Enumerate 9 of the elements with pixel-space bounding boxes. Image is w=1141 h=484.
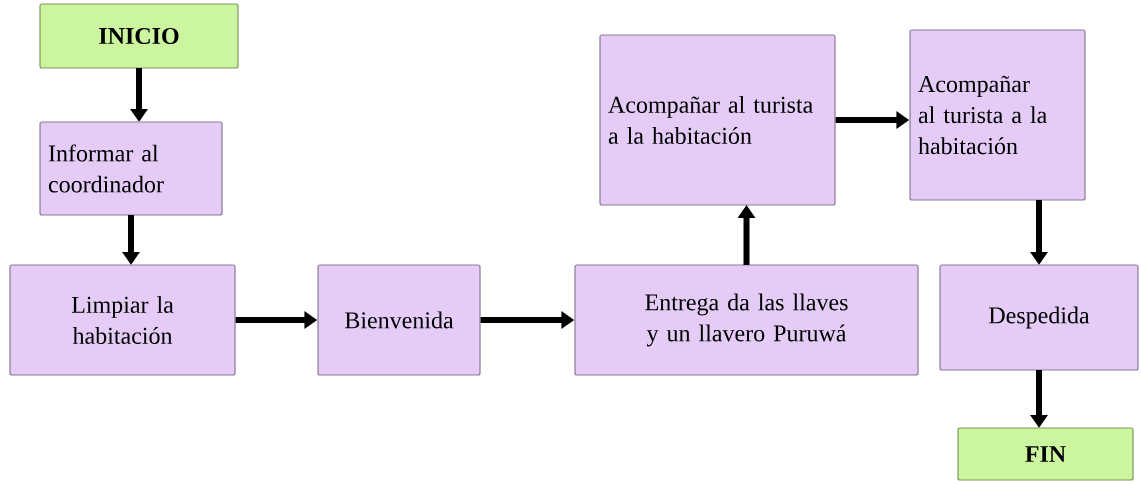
process-box: Acompañar al turista a la habitación: [909, 29, 1086, 201]
process-box: Bienvenida: [317, 264, 481, 376]
process-box: Informar al coordinador: [39, 121, 223, 216]
process-box: Entrega da las llaves y un llavero Puruwá: [574, 264, 919, 376]
start-end-box: FIN: [957, 427, 1134, 481]
process-box: Limpiar la habitación: [9, 264, 236, 376]
start-end-box: INICIO: [39, 3, 239, 69]
process-box: Despedida: [939, 264, 1139, 371]
process-box: Acompañar al turista a la habitación: [599, 34, 836, 206]
